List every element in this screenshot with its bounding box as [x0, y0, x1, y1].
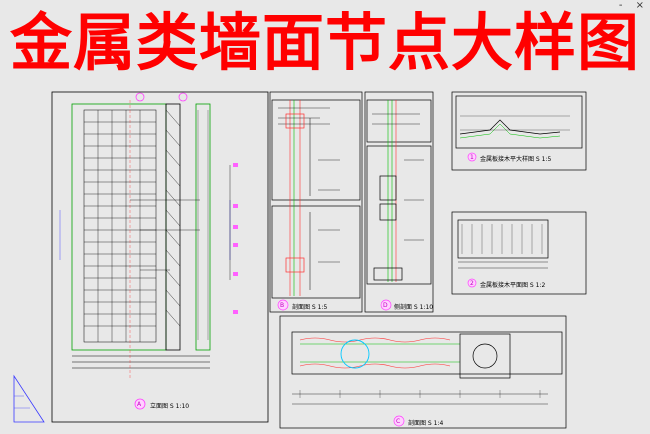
section-c: [279, 315, 567, 429]
marker-two: 2: [470, 280, 474, 287]
page-title: 金属类墙面节点大样图: [9, 6, 640, 79]
window-controls[interactable]: - ×: [609, 0, 644, 11]
section-d: [364, 91, 434, 313]
label-detail-2: 金属板接木平面图 S 1:2: [480, 282, 546, 289]
detail-2: [451, 211, 587, 295]
section-b: [269, 91, 363, 313]
label-section-d: 侧剖面 S 1:10: [394, 304, 434, 311]
marker-d: D: [383, 302, 388, 309]
marker-b: B: [280, 302, 285, 309]
elevation-a: [51, 91, 269, 423]
marker-one: 1: [470, 154, 474, 161]
close-icon[interactable]: ×: [635, 0, 644, 11]
marker-a: A: [137, 401, 142, 408]
minimize-icon[interactable]: -: [618, 0, 623, 11]
label-detail-1: 金属板接木平大样图 S 1:5: [480, 156, 552, 163]
marker-c: C: [396, 418, 401, 425]
triangle-icon: [13, 374, 45, 423]
label-section-b: 剖面图 S 1:5: [292, 304, 328, 311]
detail-1: [451, 91, 587, 171]
label-elevation-a: 立面图 S 1:10: [150, 403, 190, 410]
label-section-c: 剖面图 S 1:4: [408, 420, 444, 427]
